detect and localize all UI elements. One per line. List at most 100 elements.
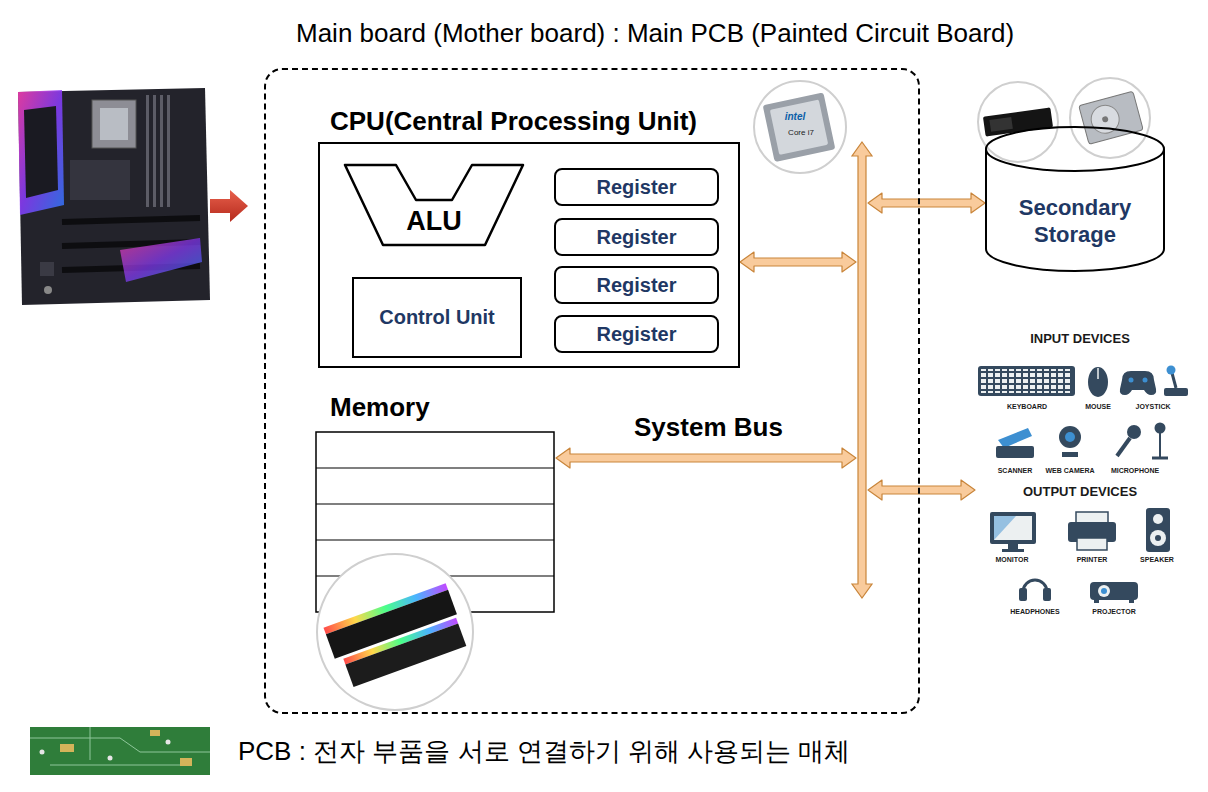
device-label: PRINTER [1077, 556, 1108, 563]
storage-cylinder: Secondary Storage [985, 125, 1165, 273]
bus-arrow [868, 193, 985, 213]
memory-table [316, 503, 554, 504]
cpu-chip-photo [770, 100, 828, 155]
storage-photos [989, 117, 1012, 132]
io-device-icons [994, 516, 1032, 540]
cpu-chip-photo [763, 92, 836, 162]
device-label: KEYBOARD [1007, 403, 1047, 410]
pcb-photo [40, 750, 45, 755]
motherboard-photo [120, 238, 202, 282]
device-label: PROJECTOR [1092, 608, 1135, 615]
storage-photos [978, 82, 1058, 162]
io-device-icons [1097, 368, 1099, 379]
control-unit-box: Control Unit [352, 277, 522, 358]
io-device-icons [981, 369, 1072, 393]
storage-photos [1079, 91, 1143, 144]
storage-photos [978, 78, 1150, 162]
io-device-icons [994, 516, 1016, 540]
motherboard-photo [92, 100, 136, 148]
alu-shape: ALU [344, 164, 524, 246]
node-label: CPU(Central Processing Unit) [330, 106, 697, 137]
io-device-icons [1094, 600, 1099, 603]
ram-photo [317, 554, 473, 710]
io-device-icons [1146, 508, 1170, 552]
pcb-photo [180, 758, 192, 766]
pcb-photo [60, 744, 74, 752]
footnote-text: PCB : 전자 부품을 서로 연결하기 위해 사용되는 매체 [238, 734, 850, 769]
io-device-icons [1153, 514, 1163, 524]
node-label: Control Unit [379, 306, 495, 329]
node-label: System Bus [634, 412, 783, 443]
io-device-icons [978, 366, 1188, 604]
device-label: MOUSE [1085, 403, 1111, 410]
io-device-icons [1088, 367, 1108, 397]
io-device-icons [1150, 530, 1166, 546]
ram-photo [317, 554, 473, 710]
io-device-icons [998, 428, 1032, 448]
io-device-icons [996, 446, 1034, 458]
node-label: Register [596, 323, 676, 346]
io-device-icons [1065, 432, 1075, 442]
motherboard-photo [24, 106, 58, 198]
motherboard-photo [40, 262, 54, 276]
storage-photos [1088, 102, 1122, 136]
memory-table: Memory [318, 434, 556, 614]
io-device-icons [1172, 373, 1176, 388]
pcb-photo [90, 727, 91, 760]
alu-outline [345, 165, 523, 245]
io-device-icons [1120, 371, 1156, 395]
motherboard-photo [146, 95, 149, 207]
node-label: ALU [344, 206, 524, 237]
ram-photo [323, 583, 468, 689]
register-box: Register [554, 315, 719, 353]
io-device-icons [1077, 538, 1107, 550]
pcb-photo [120, 738, 140, 752]
motherboard-photo [18, 88, 210, 305]
io-device-icons [1129, 378, 1134, 383]
io-device-group: INPUT DEVICESKEYBOARDMOUSEJOYSTICKSCANNE… [975, 325, 1201, 617]
pcb-photo [108, 756, 113, 761]
bus-arrow [740, 252, 856, 272]
io-device-icons [1019, 588, 1027, 601]
node-label: Register [596, 176, 676, 199]
motherboard-photo [18, 90, 64, 215]
register-box: Register [554, 266, 719, 304]
io-device-icons [1127, 425, 1141, 439]
node-label: Register [596, 274, 676, 297]
bus-arrow [556, 448, 856, 468]
motherboard-photo [153, 95, 156, 207]
bus-line [846, 142, 878, 598]
io-device-icons [1159, 433, 1161, 457]
register-box: Register [554, 218, 719, 256]
pcb-photo [30, 738, 120, 739]
register-box: Register [554, 168, 719, 206]
motherboard-photo [100, 108, 128, 140]
motherboard-photo [167, 95, 170, 207]
cpu-chip-photo [763, 92, 836, 162]
motherboard-photo [62, 218, 200, 222]
device-label: JOYSTICK [1135, 403, 1170, 410]
io-device-icons [1002, 549, 1024, 552]
io-device-icons [1152, 457, 1168, 460]
chip-marking: intel [785, 111, 806, 122]
bus-arrow [868, 480, 975, 500]
io-device-icons [1129, 600, 1134, 603]
motherboard-photo [18, 88, 210, 305]
node-label: Secondary Storage [1005, 194, 1145, 249]
pointer-arrow [210, 190, 248, 222]
group-heading: INPUT DEVICES [1030, 331, 1130, 346]
io-device-icons [1043, 588, 1051, 601]
io-device-icons [1155, 535, 1161, 541]
io-device-icons [1090, 582, 1138, 600]
pcb-photo [140, 752, 210, 753]
io-device-icons [1062, 452, 1078, 457]
cylinder-outline [986, 149, 1164, 271]
system-bus: System Bus [856, 142, 868, 598]
storage-photos [1101, 116, 1108, 123]
mainboard-frame: Main board (Mother board) : Main PCB (Pa… [264, 68, 920, 714]
cpu-chip-photo [754, 81, 846, 173]
device-label: WEB CAMERA [1046, 467, 1095, 474]
device-label: MICROPHONE [1111, 467, 1159, 474]
io-device-icons [990, 512, 1036, 544]
io-device-icons [978, 366, 1075, 396]
